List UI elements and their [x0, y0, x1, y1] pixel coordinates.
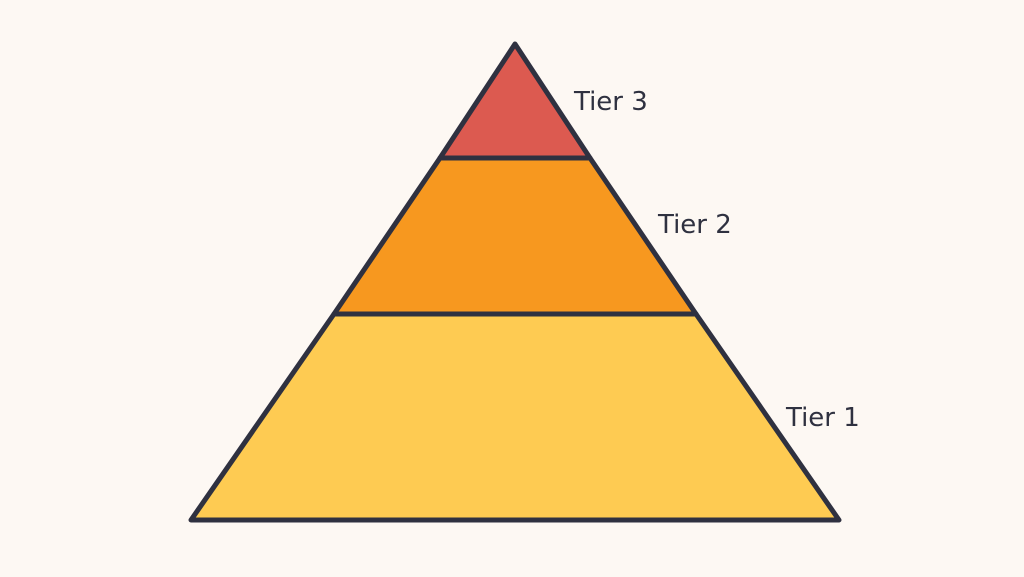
tier-3-segment [437, 41, 593, 161]
tier-1-segment [188, 311, 842, 523]
tier-1-label: Tier 1 [786, 403, 860, 433]
tier-3-label: Tier 3 [574, 87, 648, 117]
tier-2-segment [331, 155, 699, 317]
tier-2-label: Tier 2 [658, 210, 732, 240]
